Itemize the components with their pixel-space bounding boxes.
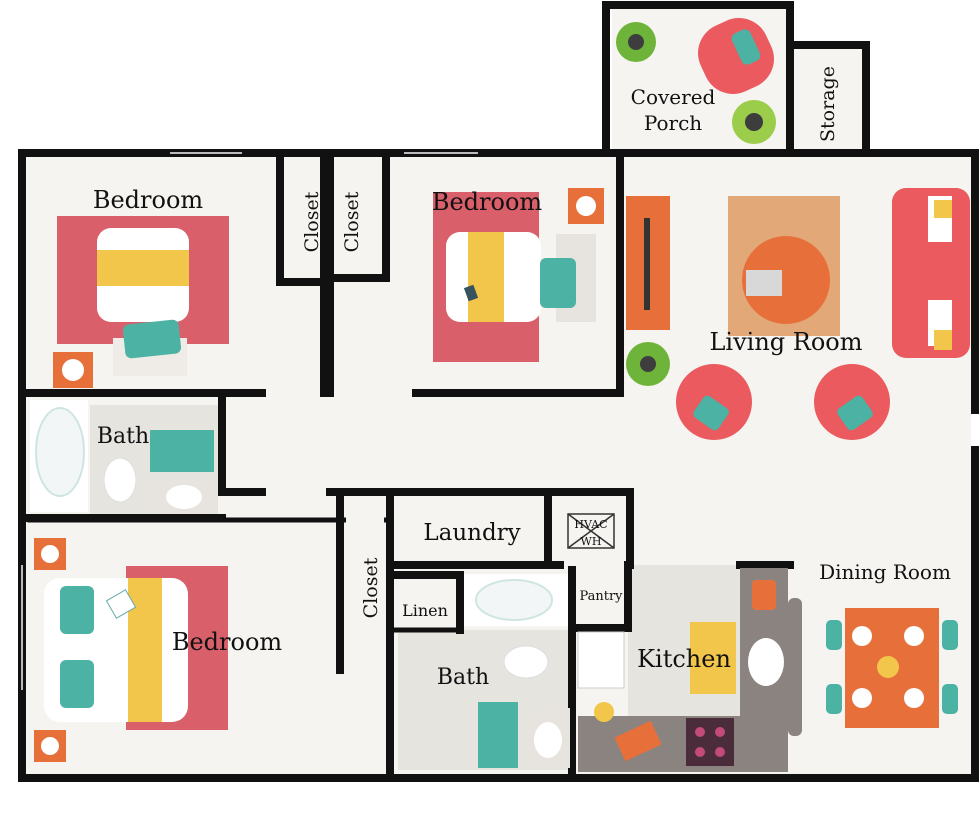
cutting-board — [614, 720, 662, 762]
fruit-bowl — [594, 702, 614, 722]
counter-bottom — [578, 716, 788, 772]
label-kitchen: Kitchen — [637, 645, 731, 673]
closet-a-floor — [290, 166, 320, 274]
dining-chair — [942, 684, 958, 714]
closet-c-floor — [346, 500, 384, 665]
flower-centerpiece — [877, 656, 899, 678]
stove — [686, 718, 734, 766]
lamp — [62, 359, 84, 381]
porch-chair — [698, 18, 774, 94]
closet-fill — [290, 166, 384, 665]
tv — [644, 218, 650, 310]
label-covered-porch-line1: Covered — [631, 85, 716, 109]
bathtub — [35, 407, 85, 497]
coffee-table — [742, 236, 830, 324]
burner — [695, 727, 705, 737]
bedroom-bottom-left-furniture — [34, 538, 228, 762]
peninsula — [788, 598, 802, 736]
lower-bath-fixtures — [464, 574, 570, 768]
label-bath-upper: Bath — [97, 424, 149, 449]
toilet — [503, 645, 549, 679]
label-pantry: Pantry — [579, 589, 623, 604]
pillow — [540, 258, 576, 308]
living-room-furniture — [626, 188, 970, 440]
plant-pot — [628, 34, 644, 50]
bathtub — [475, 579, 553, 621]
label-bedroom-bottom-left: Bedroom — [172, 628, 283, 656]
dining-chair — [826, 684, 842, 714]
label-hvac: HVAC — [574, 518, 607, 531]
plate — [904, 626, 924, 646]
plant-pot — [745, 113, 763, 131]
burner — [715, 727, 725, 737]
sink — [166, 485, 202, 509]
room-labels: Bedroom Bedroom Bedroom Closet Closet Cl… — [93, 66, 951, 690]
plate — [852, 626, 872, 646]
sofa-pillow-accent — [934, 200, 952, 218]
hvac-box — [567, 513, 615, 549]
label-dining-room: Dining Room — [819, 560, 951, 584]
laptop — [746, 270, 782, 296]
label-bath-lower: Bath — [437, 665, 489, 690]
lamp — [41, 545, 59, 563]
phone — [463, 284, 479, 302]
lamp — [576, 196, 596, 216]
upper-bath-fixtures — [30, 400, 216, 514]
bed-blanket — [97, 250, 189, 286]
label-laundry: Laundry — [423, 520, 520, 546]
kitchen-sink — [748, 638, 784, 686]
pillow — [122, 319, 182, 359]
armchair-cushion — [693, 395, 729, 431]
lamp — [41, 737, 59, 755]
armchair-cushion — [837, 395, 873, 431]
bedroom-top-middle-furniture — [433, 188, 604, 362]
label-bedroom-top-middle: Bedroom — [432, 188, 543, 216]
label-covered-porch-line2: Porch — [644, 111, 702, 135]
dining-furniture — [826, 608, 958, 728]
bath-mat — [478, 702, 518, 768]
book — [105, 589, 137, 619]
label-bedroom-top-left: Bedroom — [93, 186, 204, 214]
sink — [534, 722, 562, 758]
windows — [21, 152, 478, 690]
burner — [695, 747, 705, 757]
label-closet-c: Closet — [360, 557, 382, 618]
pillow — [60, 586, 94, 634]
label-closet-b: Closet — [341, 191, 363, 252]
label-living-room: Living Room — [709, 328, 862, 356]
bed-blanket — [468, 232, 504, 322]
walls — [18, 1, 979, 782]
toaster — [752, 580, 776, 610]
label-linen: Linen — [402, 601, 448, 620]
label-wh: WH — [581, 535, 602, 548]
bath-mat — [150, 430, 214, 472]
burner — [715, 747, 725, 757]
kitchen-fixtures — [577, 568, 802, 772]
dining-chair — [826, 620, 842, 650]
label-closet-a: Closet — [301, 191, 323, 252]
pillow — [60, 660, 94, 708]
sofa-pillow-accent — [934, 330, 952, 350]
toilet — [103, 457, 137, 503]
bed-blanket — [128, 578, 162, 722]
closet-b-floor — [336, 166, 380, 272]
porch-furniture — [616, 18, 776, 144]
cushion — [731, 29, 761, 65]
plant-pot — [640, 356, 656, 372]
kitchen-mat — [690, 622, 736, 694]
dining-chair — [942, 620, 958, 650]
laundry-floor — [402, 500, 542, 560]
plate — [852, 688, 872, 708]
label-storage: Storage — [817, 66, 839, 142]
plate — [904, 688, 924, 708]
bedroom-top-left-furniture — [53, 216, 229, 388]
storage-floor — [787, 48, 862, 158]
hvac-cross — [567, 513, 615, 549]
utility-fixtures — [402, 500, 626, 560]
fridge — [577, 631, 625, 689]
